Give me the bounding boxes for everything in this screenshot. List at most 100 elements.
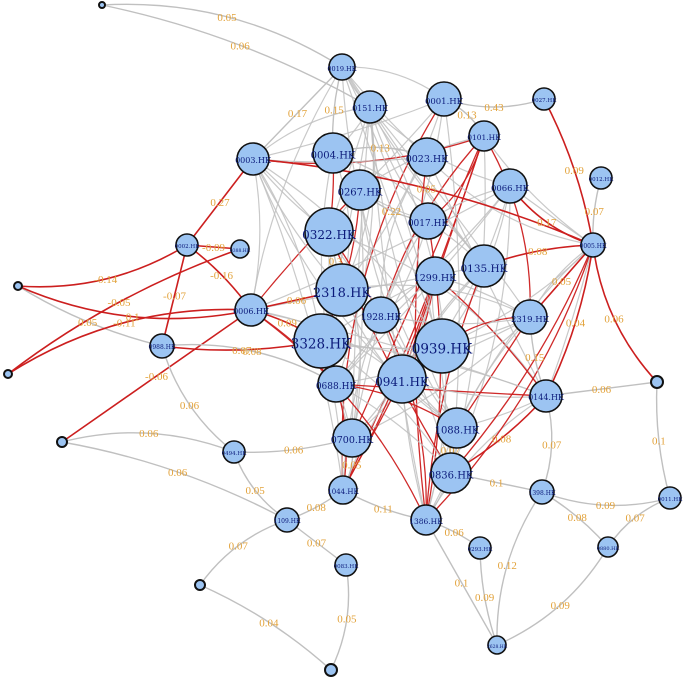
graph-edge — [655, 381, 671, 499]
node-label: 0151.HK — [352, 104, 389, 113]
edge-weight-label: 0.06 — [592, 384, 612, 396]
graph-node: 3328.HK — [291, 313, 352, 369]
mesh-edge — [380, 185, 511, 316]
node-circle — [234, 293, 268, 327]
graph-node: 0003.HK — [235, 142, 272, 176]
graph-node: 1386.HK — [409, 504, 443, 536]
mesh-edge — [450, 244, 594, 474]
edge-weight-label: 0.05 — [552, 276, 572, 288]
graph-node: 0988.HK — [149, 333, 176, 359]
node-label: 0135.HK — [460, 263, 507, 275]
mesh-edge — [250, 309, 547, 397]
mesh-edge — [328, 231, 547, 397]
graph-node: 0494.HK — [222, 440, 247, 464]
edge-weight-label: 0.43 — [484, 102, 504, 114]
node-circle — [589, 166, 613, 190]
node-circle — [436, 407, 478, 449]
edge-weight-label: -0.09 — [202, 242, 225, 254]
graph-edge — [541, 491, 671, 507]
edge-weight-label: 0.09 — [475, 592, 495, 604]
node-label: 1109.HK — [274, 518, 301, 525]
edge-weight-label: 0.13 — [371, 143, 391, 155]
graph-edge — [592, 244, 658, 383]
graph-node: 0293.HK — [468, 536, 494, 560]
node-circle — [149, 333, 175, 359]
node-label: 0027.HK — [532, 98, 558, 104]
node-label: 0006.HK — [233, 307, 270, 316]
node-circle — [529, 479, 555, 505]
node-circle — [650, 375, 664, 389]
edge-weight-label: 0.09 — [278, 318, 298, 330]
mesh-edge — [483, 135, 531, 318]
graph-node — [194, 579, 206, 591]
node-circle — [175, 233, 199, 257]
node-label: 0066.HK — [491, 184, 530, 194]
node-label: 0293.HK — [468, 547, 494, 553]
node-label: 0003.HK — [235, 156, 272, 165]
graph-node: 0001.HK — [425, 81, 464, 117]
node-label: 0836.HK — [429, 470, 474, 481]
node-circle — [377, 354, 427, 404]
mesh-edge — [425, 395, 547, 521]
graph-edge — [17, 244, 188, 288]
graph-node: 0388.HK — [230, 239, 251, 259]
mesh-edge — [341, 66, 436, 277]
mesh-edge — [252, 158, 443, 347]
mesh-edge — [250, 309, 427, 521]
edge-weight-label: 0.06 — [180, 400, 200, 412]
graph-node — [56, 436, 68, 448]
edge-weight-label: -0.05 — [108, 297, 131, 309]
mesh-edge — [341, 98, 445, 291]
graph-node: 0267.HK — [338, 169, 383, 211]
graph-node: 0688.HK — [316, 365, 356, 403]
node-circle — [597, 536, 619, 558]
mesh-edge — [456, 244, 594, 429]
edge-weight-label: 0.07 — [542, 439, 562, 451]
node-label: 0941.HK — [375, 375, 430, 389]
node-label: 0023.HK — [406, 154, 449, 165]
graph-edge — [7, 248, 241, 375]
mesh-edge — [380, 314, 427, 521]
node-label: 0388.HK — [230, 248, 251, 254]
graph-edge — [252, 158, 594, 246]
graph-edge — [425, 519, 498, 646]
edge-weight-label: 0.06 — [139, 428, 159, 440]
graph-edge — [61, 309, 252, 443]
node-label: 0083.HK — [334, 564, 360, 570]
graph-node: 0005.HK — [580, 232, 607, 258]
graph-node: 0012.HK — [589, 166, 614, 190]
node-circle — [98, 1, 106, 9]
graph-node: 0144.HK — [528, 379, 565, 413]
mesh-edge — [250, 66, 343, 311]
node-circle — [415, 256, 455, 296]
graph-node: 0004.HK — [311, 132, 356, 174]
graph-node: 0939.HK — [412, 318, 473, 374]
node-circle — [56, 436, 68, 448]
edge-weight-label: 0.12 — [498, 560, 517, 572]
node-label: 0005.HK — [580, 243, 607, 250]
edge-weight-label: 0.08 — [307, 502, 327, 514]
mesh-edge — [335, 383, 547, 397]
edge-weight-label: 0.05 — [245, 485, 265, 497]
node-circle — [362, 296, 400, 334]
graph-node: 1299.HK — [414, 256, 457, 296]
node-circle — [532, 87, 556, 111]
graph-node — [98, 1, 106, 9]
node-circle — [334, 553, 358, 577]
node-label: 0144.HK — [528, 393, 565, 402]
node-label: 0002.HK — [175, 244, 201, 250]
edge-weight-label: 0.09 — [551, 600, 571, 612]
edge-weight-label: 0.15 — [324, 105, 344, 117]
graph-edge — [61, 441, 288, 521]
mesh-edge — [250, 185, 511, 311]
graph-node: 2318.HK — [313, 263, 371, 317]
graph-edge — [161, 345, 235, 453]
graph-edge — [101, 3, 343, 68]
node-circle — [3, 369, 13, 379]
edge-weight-label: 0.06 — [444, 527, 464, 539]
edge-weight-label: 0.1 — [126, 312, 140, 324]
node-circle — [409, 202, 447, 240]
